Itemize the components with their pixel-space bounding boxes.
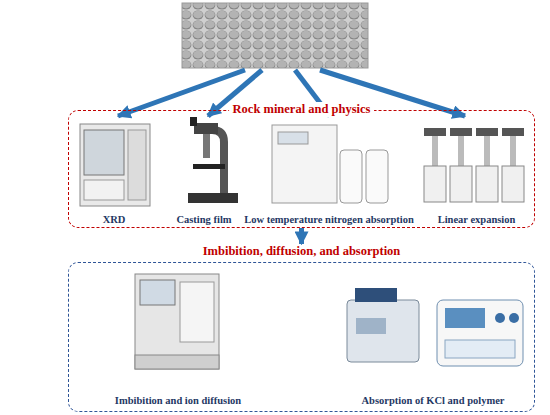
absorption-instruments [347, 288, 523, 366]
instrument-node: XRD [74, 119, 154, 225]
instrument-base [135, 355, 219, 369]
unit-top [476, 128, 498, 136]
group-box: Rock mineral and physicsXRDCasting filmL… [68, 110, 535, 228]
unit-rod [458, 136, 464, 166]
instrument-node: Linear expansion [424, 119, 529, 225]
flow-arrow [299, 228, 304, 244]
instrument-screen [140, 280, 175, 305]
instrument-caption: Casting film [176, 214, 231, 225]
instrument-node: Imbibition and ion diffusion [108, 270, 248, 406]
xrd-side-panel [128, 130, 146, 200]
spectrometer-body [347, 300, 419, 362]
spectrometer-lid [355, 288, 397, 302]
instrument-caption: Absorption of KCl and polymer [362, 395, 505, 406]
unit-top [502, 128, 524, 136]
instrument-caption: Low temperature nitrogen absorption [244, 214, 414, 225]
unit-body [502, 166, 524, 202]
instrument-caption: Imbibition and ion diffusion [115, 395, 241, 406]
microscope-stage [193, 164, 225, 169]
analyzer-screen [278, 132, 308, 144]
xrd-lower-panel [84, 180, 124, 200]
unit-body [476, 166, 498, 202]
unit-body [450, 166, 472, 202]
unit-top [450, 128, 472, 136]
xrd-window [84, 130, 124, 175]
analyzer-body [272, 125, 337, 203]
xrd-instrument [80, 124, 150, 206]
meter-button [495, 313, 505, 323]
dewar-flask [340, 150, 362, 203]
group-box: Imbibition, diffusion, and absorptionImb… [68, 244, 535, 412]
meter-screen [445, 308, 485, 328]
rock-core-photo [182, 3, 368, 68]
unit-rod [432, 136, 438, 166]
group-border [68, 262, 535, 412]
unit-rod [484, 136, 490, 166]
imbibition-instrument [135, 274, 219, 369]
instrument-caption: XRD [103, 214, 126, 225]
microscope [188, 117, 238, 203]
microscope-base [188, 193, 238, 203]
microscope-objective [203, 134, 210, 158]
instrument-node: Absorption of KCl and polymer [338, 270, 528, 406]
nitrogen-analyzer [272, 125, 388, 203]
instrument-caption: Linear expansion [438, 214, 516, 225]
linear-expansion-units [424, 128, 524, 202]
unit-top [424, 128, 446, 136]
meter-printer [445, 340, 515, 358]
group-heading: Rock mineral and physics [229, 102, 375, 117]
microscope-arm [204, 130, 224, 193]
microscope-eyepiece [190, 117, 197, 126]
instrument-node: Low temperature nitrogen absorption [237, 119, 421, 225]
group-heading: Imbibition, diffusion, and absorption [203, 244, 401, 259]
meter-body [437, 300, 523, 366]
instrument-chamber [180, 282, 214, 342]
microscope-head [194, 123, 218, 134]
xrd-cabinet [80, 124, 150, 206]
unit-body [424, 166, 446, 202]
instrument-cabinet [135, 274, 219, 369]
instrument-node: Casting film [159, 119, 249, 225]
unit-rod [510, 136, 516, 166]
spectrometer-panel [356, 318, 386, 334]
dewar-flask [366, 150, 388, 203]
meter-button [509, 313, 519, 323]
